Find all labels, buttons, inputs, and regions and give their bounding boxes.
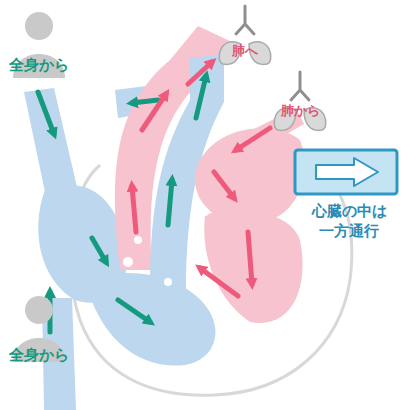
flow-arrow <box>248 232 252 284</box>
flow-arrow <box>196 76 206 118</box>
flow-arrow <box>132 186 136 232</box>
sign-panel <box>295 150 397 194</box>
flow-arrow <box>142 94 166 130</box>
flow-arrow <box>132 100 158 103</box>
node-label: 全身から <box>9 56 69 74</box>
one-way-arrow <box>316 158 378 186</box>
node-label: 全身から <box>9 346 69 364</box>
flow-arrow <box>38 92 54 134</box>
node-label: 肺へ <box>232 43 258 59</box>
flow-arrow <box>236 128 270 150</box>
flow-arrow <box>92 238 106 262</box>
lung-icon: 肺へ <box>214 4 276 66</box>
flow-arrow <box>168 180 172 225</box>
venous-flow-arrows <box>38 76 206 332</box>
lung-icon-shape <box>268 70 332 132</box>
valve <box>123 257 133 267</box>
trachea <box>236 6 254 34</box>
arterial-flow-arrows <box>132 62 270 296</box>
flow-arrow <box>200 268 238 296</box>
valve <box>134 236 142 244</box>
body-source-icon: 全身から <box>4 6 74 80</box>
flow-arrow <box>118 300 150 322</box>
person-head <box>25 296 53 324</box>
valve <box>164 278 172 286</box>
node-label: 肺から <box>281 103 320 119</box>
flow-arrow <box>214 172 234 198</box>
flow-arrow <box>188 62 212 84</box>
valve <box>201 208 209 216</box>
node-label: 心臓の中は 一方通行 <box>291 202 407 241</box>
one-way-sign: 心臓の中は 一方通行 <box>291 148 407 252</box>
trachea <box>291 72 309 100</box>
lung-icon: 肺から <box>268 70 332 132</box>
left-ventricle <box>204 210 302 323</box>
body-source-icon: 全身から <box>4 290 74 368</box>
left-atrium <box>195 128 305 220</box>
person-head <box>25 12 53 40</box>
one-way-sign-shape <box>291 148 401 198</box>
